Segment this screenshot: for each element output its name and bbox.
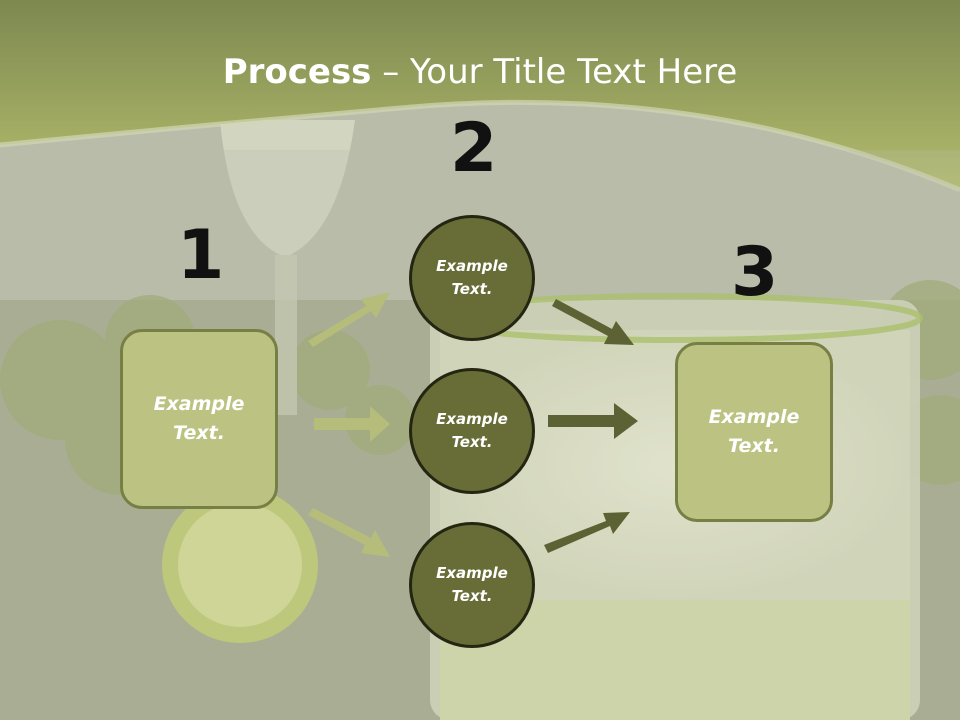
arrow-top-to-3 [552, 299, 634, 345]
step-2-circle-middle: Example Text. [409, 368, 535, 494]
arrow-1-to-bottom [308, 508, 390, 557]
arrow-1-to-mid [314, 406, 390, 442]
step-3-number: 3 [731, 233, 779, 312]
step-2-label-middle: Example Text. [436, 410, 508, 451]
arrows-dark [544, 299, 638, 553]
step-3-label: Example Text. [708, 406, 800, 457]
arrow-bottom-to-3 [544, 512, 630, 553]
title-rest: – Your Title Text Here [371, 52, 738, 92]
arrows-light [308, 292, 390, 557]
arrow-mid-to-3 [548, 403, 638, 439]
step-2-label-bottom: Example Text. [436, 564, 508, 605]
step-2-number: 2 [450, 109, 498, 188]
step-2-label-top: Example Text. [436, 257, 508, 298]
step-1-box: Example Text. [120, 329, 278, 509]
step-1-label: Example Text. [153, 393, 245, 444]
slide-title: Process – Your Title Text Here [0, 52, 960, 92]
step-1-number: 1 [177, 216, 225, 295]
step-3-box: Example Text. [675, 342, 833, 522]
step-2-circle-bottom: Example Text. [409, 522, 535, 648]
step-2-circle-top: Example Text. [409, 215, 535, 341]
title-bold: Process [222, 52, 372, 92]
arrow-1-to-top [308, 292, 390, 347]
